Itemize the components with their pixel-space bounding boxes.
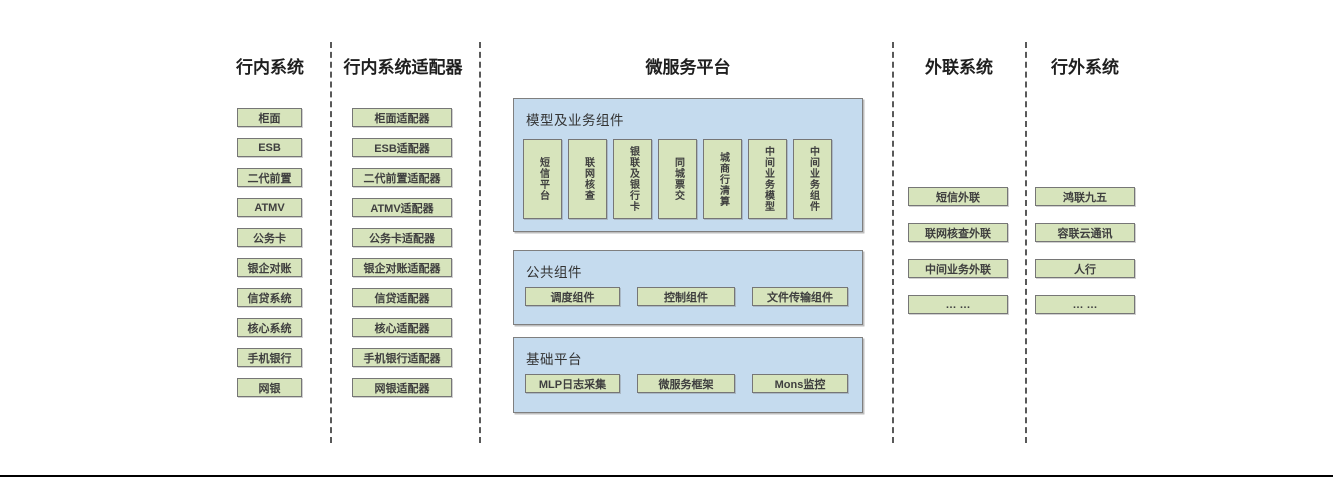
component-box: 银联及银行卡 [613, 139, 652, 219]
component-box: 联网核查 [568, 139, 607, 219]
component-label: 中间业务模型 [762, 146, 774, 212]
component-label: 联网核查 [582, 157, 594, 201]
component-box: 控制组件 [637, 287, 735, 306]
adapter-box: 手机银行适配器 [352, 348, 452, 367]
column-title-internal: 行内系统 [236, 58, 304, 77]
system-box: ATMV [237, 198, 302, 217]
adapter-box: 核心适配器 [352, 318, 452, 337]
component-box: Mons监控 [752, 374, 848, 393]
system-box: 柜面 [237, 108, 302, 127]
panel-label: 公共组件 [526, 265, 582, 280]
component-box: 微服务框架 [637, 374, 735, 393]
column-title-platform: 微服务平台 [645, 58, 731, 77]
column-title-external: 行外系统 [1051, 58, 1119, 77]
component-box: 中间业务组件 [793, 139, 832, 219]
column-title-adapters: 行内系统适配器 [343, 58, 463, 77]
system-box: ESB [237, 138, 302, 157]
component-label: 中间业务组件 [807, 146, 819, 212]
external-box: 容联云通讯 [1035, 223, 1135, 242]
external-box: 鸿联九五 [1035, 187, 1135, 206]
divider-line [892, 42, 894, 443]
panel-label: 基础平台 [526, 352, 582, 367]
external-box: 人行 [1035, 259, 1135, 278]
column-title-outreach: 外联系统 [925, 58, 993, 77]
outreach-box: 短信外联 [908, 187, 1008, 206]
component-box: 调度组件 [525, 287, 620, 306]
system-box: 核心系统 [237, 318, 302, 337]
system-box: 网银 [237, 378, 302, 397]
adapter-box: 信贷适配器 [352, 288, 452, 307]
adapter-box: 银企对账适配器 [352, 258, 452, 277]
system-box: 银企对账 [237, 258, 302, 277]
adapter-box: ATMV适配器 [352, 198, 452, 217]
adapter-box: 二代前置适配器 [352, 168, 452, 187]
component-label: 城商行清算 [717, 151, 729, 207]
outreach-box: 中间业务外联 [908, 259, 1008, 278]
divider-line [330, 42, 332, 443]
adapter-box: 网银适配器 [352, 378, 452, 397]
system-box: 公务卡 [237, 228, 302, 247]
divider-line [479, 42, 481, 443]
bottom-rule [0, 475, 1333, 477]
component-box: 文件传输组件 [752, 287, 848, 306]
component-label: 银联及银行卡 [627, 146, 639, 212]
outreach-box: 联网核查外联 [908, 223, 1008, 242]
adapter-box: 公务卡适配器 [352, 228, 452, 247]
outreach-box: … … [908, 295, 1008, 314]
component-box: 同城票交 [658, 139, 697, 219]
adapter-box: 柜面适配器 [352, 108, 452, 127]
divider-line [1025, 42, 1027, 443]
component-box: MLP日志采集 [525, 374, 620, 393]
component-box: 短信平台 [523, 139, 562, 219]
system-box: 二代前置 [237, 168, 302, 187]
component-label: 短信平台 [537, 157, 549, 201]
system-box: 手机银行 [237, 348, 302, 367]
system-box: 信贷系统 [237, 288, 302, 307]
component-box: 城商行清算 [703, 139, 742, 219]
component-box: 中间业务模型 [748, 139, 787, 219]
panel-label: 模型及业务组件 [526, 113, 624, 128]
component-label: 同城票交 [672, 157, 684, 201]
external-box: … … [1035, 295, 1135, 314]
adapter-box: ESB适配器 [352, 138, 452, 157]
